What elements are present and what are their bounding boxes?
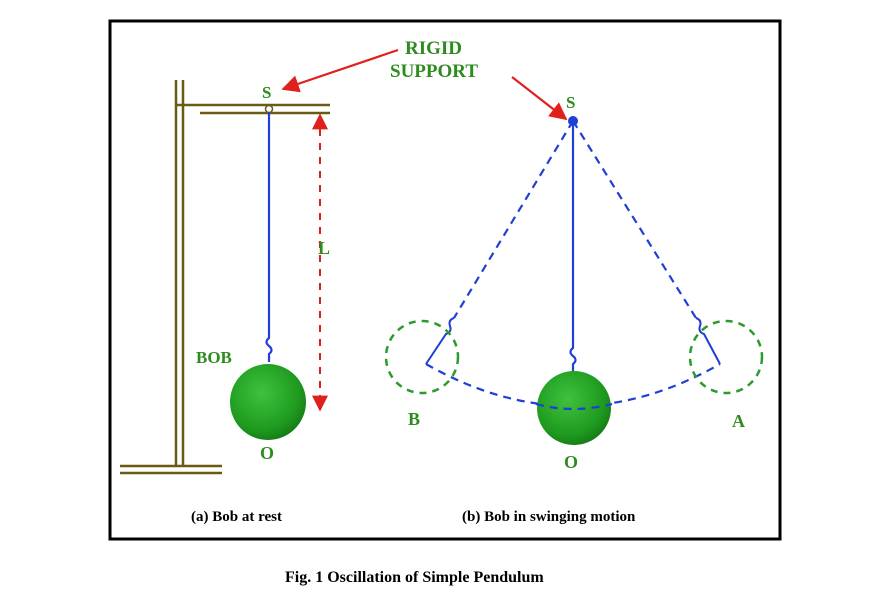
- rigid-support-annotation: RIGID SUPPORT: [281, 38, 568, 121]
- rest-label-b: O: [564, 452, 578, 472]
- ghost-bob-left: [384, 319, 460, 395]
- hook-right: [695, 317, 721, 365]
- red-arrow-icon: [511, 76, 568, 121]
- bob-label: BOB: [196, 348, 232, 367]
- string-a: [265, 112, 273, 362]
- rigid-label: RIGID: [405, 38, 462, 59]
- red-arrow-icon: [281, 48, 399, 93]
- string-b: [569, 124, 577, 372]
- bob-b: [537, 371, 611, 445]
- swing-path-left: [453, 120, 574, 319]
- support-word-label: SUPPORT: [390, 61, 478, 82]
- stand: [120, 80, 330, 475]
- figure-caption: Fig. 1 Oscillation of Simple Pendulum: [285, 569, 544, 586]
- rest-label-a: O: [260, 443, 274, 463]
- panel-a: S BOB O L (a) Bob at rest: [120, 80, 330, 525]
- left-extreme-label: B: [408, 409, 420, 429]
- swing-arc-overlay: [535, 402, 613, 411]
- support-label-a: S: [262, 83, 271, 102]
- support-label-b: S: [566, 93, 575, 112]
- caption-b: (b) Bob in swinging motion: [462, 509, 636, 525]
- panel-b: S B A O (b) Bob in swinging motion: [384, 93, 764, 525]
- length-label: L: [318, 238, 330, 258]
- figure-frame: [108, 19, 782, 541]
- pivot-dot: [264, 104, 274, 114]
- bob-a: [230, 364, 306, 440]
- right-extreme-label: A: [732, 411, 745, 431]
- swing-path-right: [572, 120, 697, 319]
- ghost-bob-right: [688, 319, 764, 395]
- caption-a: (a) Bob at rest: [191, 509, 282, 525]
